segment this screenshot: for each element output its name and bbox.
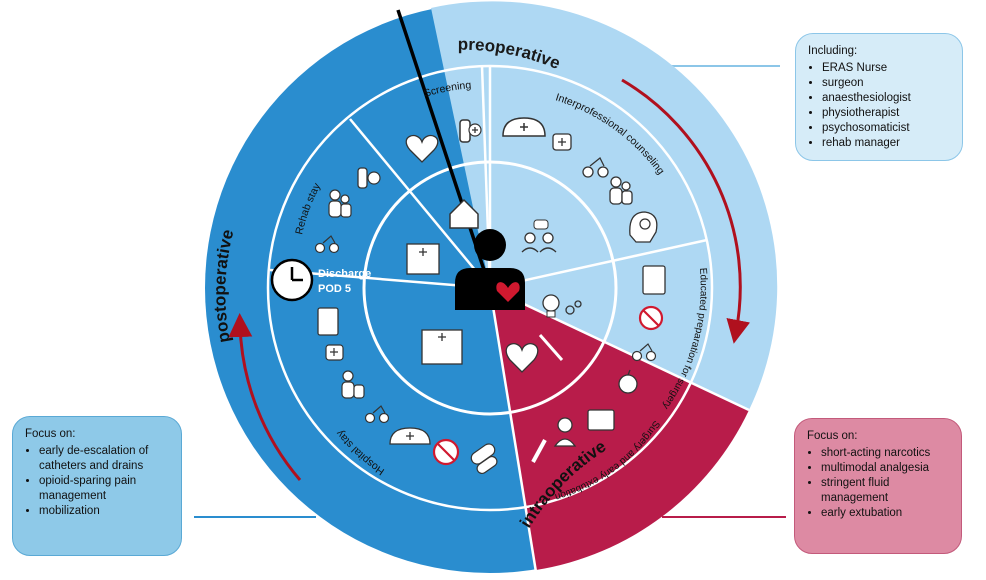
list-item: opioid-sparing pain management [39, 474, 169, 504]
exercise-bike-icon-3 [314, 235, 340, 254]
list-item: rehab manager [822, 136, 950, 151]
postop-cycle-arrow [228, 313, 302, 481]
clock-icon [270, 258, 314, 302]
list-item: surgeon [822, 76, 950, 91]
idea-head-icon [629, 211, 658, 243]
list-item: short-acting narcotics [821, 446, 949, 461]
postoperative-focus-list: early de-escalation of catheters and dra… [25, 444, 169, 519]
diary-icon-2 [317, 307, 339, 336]
intraoperative-box-title: Focus on: [807, 430, 858, 442]
list-item: multimodal analgesia [821, 461, 949, 476]
list-item: early de-escalation of catheters and dra… [39, 444, 169, 474]
list-item: early extubation [821, 506, 949, 521]
list-item: psychosomaticist [822, 121, 950, 136]
no-bed-icon [432, 438, 460, 466]
list-item: stringent fluid management [821, 476, 949, 506]
postoperative-focus-box: Focus on: early de-escalation of cathete… [12, 416, 182, 556]
heart-monitor-scalpel-icon [505, 334, 564, 373]
outer-ring-preoperative [431, 1, 778, 411]
speech-medical-icon-2 [325, 344, 344, 361]
patient-heart-icon [455, 229, 525, 310]
surgeon-icon [553, 417, 577, 447]
nurse-cap-icon-2 [389, 427, 431, 445]
family-icon-2 [328, 189, 352, 218]
postoperative-box-title: Focus on: [25, 428, 76, 440]
exercise-bike-icon-4 [364, 405, 390, 424]
exercise-bike-icon [582, 156, 609, 178]
nurse-cap-icon [502, 117, 546, 137]
including-box: Including: ERAS Nurse surgeon anaesthesi… [795, 33, 963, 161]
pills-icon [470, 443, 498, 475]
speech-medical-icon [552, 133, 572, 151]
discharge-label: Discharge [318, 268, 371, 280]
list-item: anaesthesiologist [822, 91, 950, 106]
family-icon-3 [341, 370, 365, 399]
intraoperative-focus-list: short-acting narcotics multimodal analge… [807, 446, 949, 521]
lightbulb-gears-icon [542, 294, 582, 318]
hospital-building-icon [421, 329, 463, 365]
rehab-center-icon [406, 243, 440, 275]
diary-icon [642, 265, 666, 295]
phone-medical-icon [459, 119, 482, 143]
apple-icon [618, 369, 638, 394]
family-icon [609, 176, 633, 205]
including-list: ERAS Nurse surgeon anaesthesiologist phy… [808, 61, 950, 151]
group-conversation-icon [521, 219, 557, 253]
pod-label: POD 5 [318, 283, 351, 295]
syringe-icon [531, 439, 547, 463]
intraoperative-focus-box: Focus on: short-acting narcotics multimo… [794, 418, 962, 554]
timeline-pointer-line [396, 9, 490, 283]
house-icon [449, 198, 479, 229]
preop-cycle-arrow [621, 78, 751, 344]
list-item: mobilization [39, 504, 169, 519]
list-item: ERAS Nurse [822, 61, 950, 76]
heart-medical-icon [405, 134, 439, 163]
medical-tools-icon [587, 409, 615, 431]
phone-medical-icon-2 [357, 167, 381, 189]
including-box-title: Including: [808, 45, 858, 57]
exercise-bike-icon-2 [631, 343, 657, 362]
list-item: physiotherapist [822, 106, 950, 121]
no-alcohol-smoking-icon [638, 305, 664, 331]
